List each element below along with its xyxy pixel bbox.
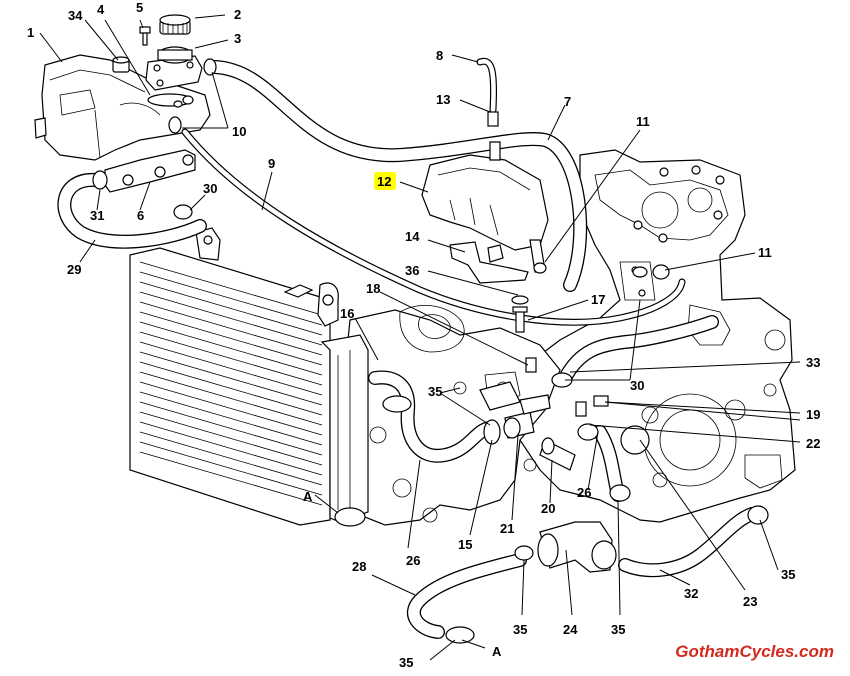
hose-7-overflow bbox=[208, 60, 588, 292]
callout-1: 1 bbox=[27, 25, 34, 40]
callout-2: 2 bbox=[234, 7, 241, 22]
callout-11-right: 11 bbox=[758, 245, 772, 260]
gothamcycles-watermark: GothamCycles.com bbox=[675, 642, 834, 661]
callout-A-lower: A bbox=[492, 644, 502, 659]
radiator-cap bbox=[159, 14, 191, 35]
callout-22: 22 bbox=[806, 436, 820, 451]
hose-clamps bbox=[92, 58, 769, 644]
coolant-reservoir-part-12 bbox=[421, 141, 549, 273]
callout-8: 8 bbox=[436, 48, 443, 63]
tank-bracket bbox=[104, 149, 196, 193]
callout-9: 9 bbox=[268, 156, 275, 171]
callout-7: 7 bbox=[564, 94, 571, 109]
expansion-tank bbox=[34, 54, 211, 161]
callout-35-lower-left: 35 bbox=[399, 655, 413, 670]
callout-13: 13 bbox=[436, 92, 450, 107]
hose-29-lower bbox=[57, 173, 207, 249]
callout-23: 23 bbox=[743, 594, 757, 609]
pipe-fittings bbox=[479, 381, 650, 573]
callout-20: 20 bbox=[541, 501, 555, 516]
fasteners bbox=[487, 111, 648, 417]
callout-30-middle: 30 bbox=[630, 378, 644, 393]
callout-4: 4 bbox=[97, 2, 105, 17]
callout-11-upper: 11 bbox=[636, 114, 650, 129]
callout-15: 15 bbox=[458, 537, 472, 552]
radiator bbox=[129, 227, 369, 527]
callout-29: 29 bbox=[67, 262, 81, 277]
radiator-fins bbox=[139, 261, 323, 506]
callout-21: 21 bbox=[500, 521, 514, 536]
hose-28 bbox=[406, 553, 527, 639]
leader-lines bbox=[39, 14, 801, 661]
callout-16: 16 bbox=[340, 306, 354, 321]
callout-31: 31 bbox=[90, 208, 104, 223]
callout-36: 36 bbox=[405, 263, 419, 278]
callout-35-lower-right: 35 bbox=[611, 622, 625, 637]
callout-19: 19 bbox=[806, 407, 820, 422]
callout-33: 33 bbox=[806, 355, 820, 370]
hose-9-breather bbox=[181, 128, 686, 326]
callout-17: 17 bbox=[591, 292, 605, 307]
hose-33 bbox=[558, 315, 719, 385]
callout-30-upper: 30 bbox=[203, 181, 217, 196]
callout-32: 32 bbox=[684, 586, 698, 601]
callout-18: 18 bbox=[366, 281, 380, 296]
callout-12: 12 bbox=[377, 174, 391, 189]
callout-34: 34 bbox=[68, 8, 83, 23]
hose-32 bbox=[618, 507, 759, 578]
hose-16 bbox=[368, 370, 497, 463]
callout-28: 28 bbox=[352, 559, 366, 574]
part-12-highlight bbox=[374, 172, 396, 190]
callout-35-lower-middle: 35 bbox=[513, 622, 527, 637]
callout-24: 24 bbox=[563, 622, 578, 637]
callout-35-right: 35 bbox=[781, 567, 795, 582]
callout-10: 10 bbox=[232, 124, 246, 139]
hose-8-vent bbox=[476, 57, 498, 114]
callout-35-left: 35 bbox=[428, 384, 442, 399]
bracket-14 bbox=[449, 241, 529, 284]
callout-labels: 1 34 4 5 2 3 10 8 13 7 11 11 12 9 30 31 … bbox=[27, 0, 820, 670]
filler-neck bbox=[145, 46, 203, 91]
callout-6: 6 bbox=[137, 208, 144, 223]
callout-3: 3 bbox=[234, 31, 241, 46]
callout-A-upper: A bbox=[303, 489, 313, 504]
callout-14: 14 bbox=[405, 229, 420, 244]
callout-26-left: 26 bbox=[406, 553, 420, 568]
callout-5: 5 bbox=[136, 0, 143, 15]
screw-5 bbox=[139, 26, 151, 46]
callout-26-right: 26 bbox=[577, 485, 591, 500]
small-cap-34 bbox=[112, 56, 130, 73]
